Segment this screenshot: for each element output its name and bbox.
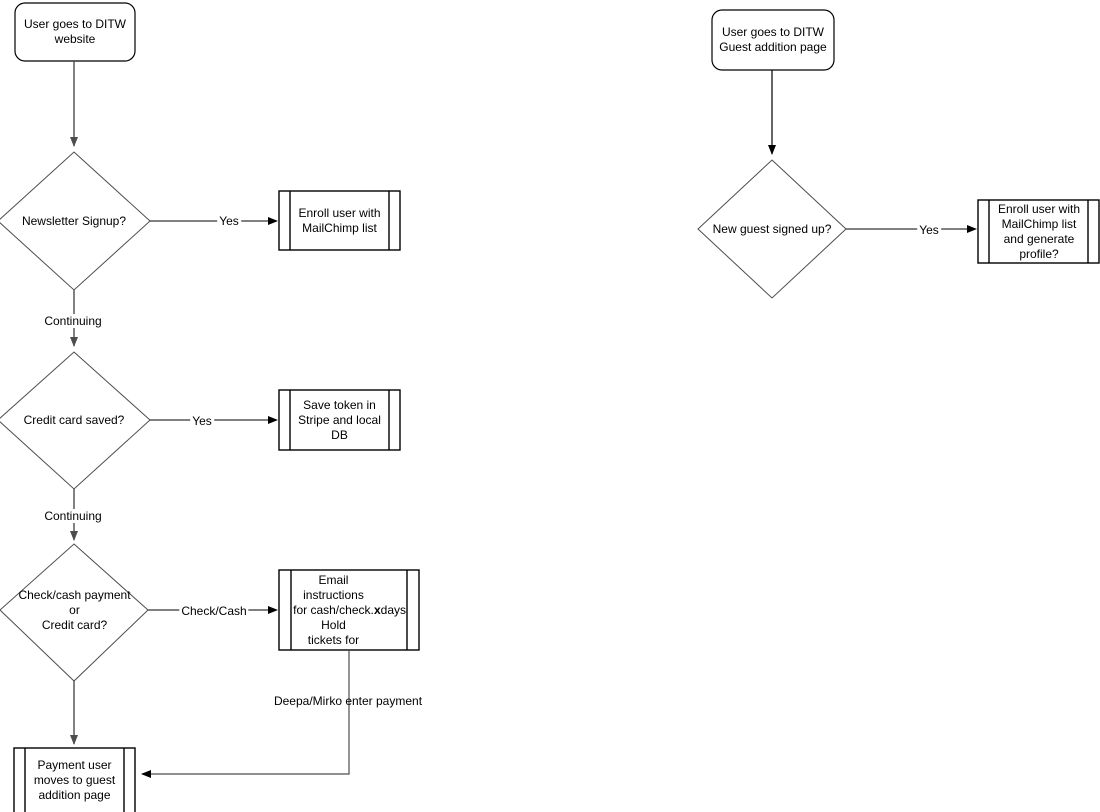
node-credit-card-saved-shape	[0, 351, 151, 490]
edge-label-newsletter-continuing: Continuing	[42, 314, 104, 328]
edge-label-newsletter-yes: Yes	[217, 214, 241, 228]
node-start-guest-page-shape	[711, 9, 835, 71]
node-enroll-mailchimp-shape	[278, 190, 401, 251]
connector-deepa-mirko-return	[141, 650, 350, 778]
node-new-guest-signed-up-shape	[697, 159, 847, 299]
node-email-instructions-shape	[278, 569, 420, 651]
node-newsletter-signup-shape	[0, 151, 151, 291]
edge-label-credit-card-yes: Yes	[190, 414, 214, 428]
node-save-token-shape	[278, 389, 401, 451]
edge-label-new-guest-yes: Yes	[917, 223, 941, 237]
node-payment-method-shape	[0, 543, 149, 682]
node-start-website-shape	[14, 2, 136, 62]
node-payment-user-moves-shape	[13, 747, 136, 812]
edge-label-credit-card-continuing: Continuing	[42, 509, 104, 523]
edge-label-payment-check-cash: Check/Cash	[179, 604, 249, 618]
node-enroll-mailchimp-profile-shape	[977, 199, 1100, 264]
edge-label-deepa-mirko: Deepa/Mirko enter payment	[273, 694, 423, 708]
